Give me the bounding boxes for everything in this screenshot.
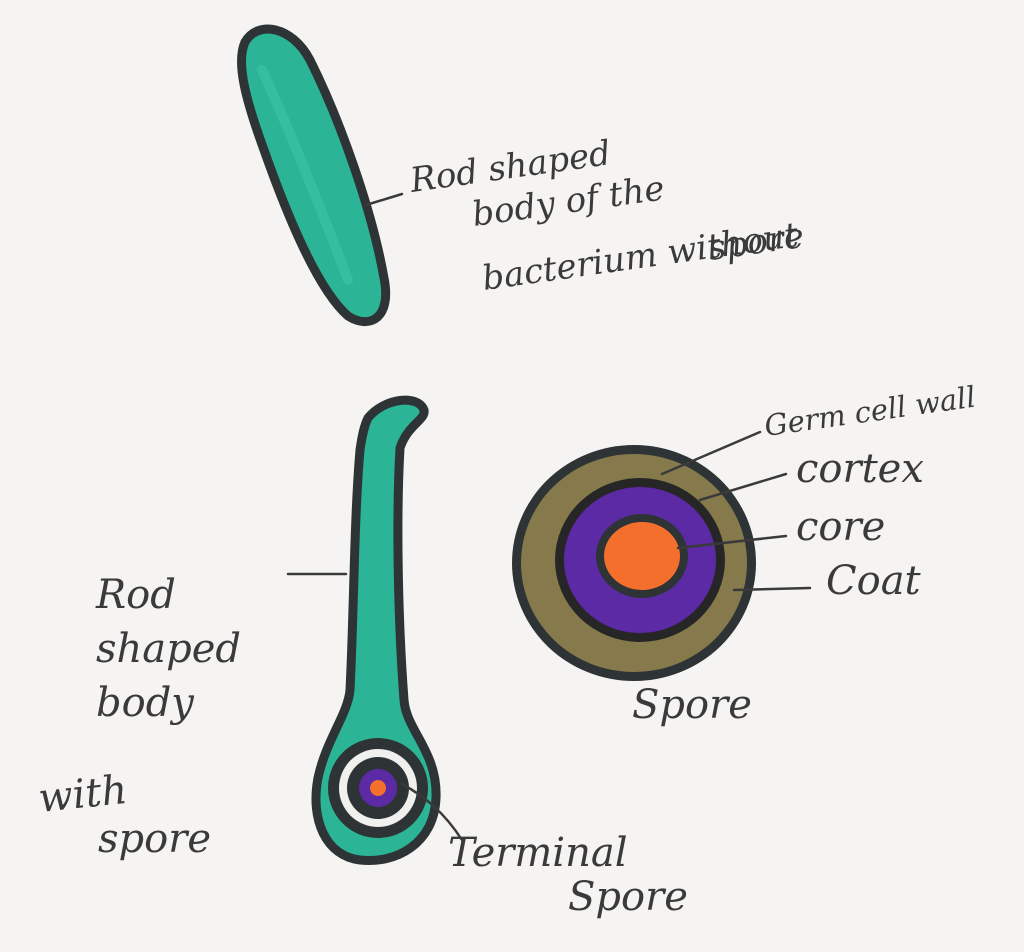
label-cortex: cortex xyxy=(796,446,924,492)
terminal-spore xyxy=(328,738,428,838)
label-rod-with-spore-line-5: spore xyxy=(98,816,211,862)
label-terminal-spore-line-1: Terminal xyxy=(448,830,628,876)
leader-terminal-spore xyxy=(400,782,464,842)
spore-core xyxy=(604,522,680,590)
leader-coat xyxy=(732,586,812,592)
label-germ-cell-wall: Germ cell wall xyxy=(762,380,977,443)
label-spore: Spore xyxy=(632,682,752,728)
label-coat: Coat xyxy=(826,558,922,604)
rod-without-spore xyxy=(236,24,391,327)
label-rod-with-spore-line-1: Rod xyxy=(95,572,176,618)
leader-rod-without-spore xyxy=(364,192,404,207)
label-rod-without-spore: Rod shaped body of the bacterium without… xyxy=(407,133,807,299)
label-terminal-spore-line-2: Spore xyxy=(568,874,688,920)
label-rod-with-spore-line-4: with xyxy=(36,767,129,822)
terminal-spore-core xyxy=(370,780,386,796)
rod-with-spore xyxy=(311,395,441,865)
label-rod-with-spore-line-2: shaped xyxy=(96,626,241,672)
leader-germ-cell-wall xyxy=(660,430,762,476)
label-rod-with-spore-line-3: body xyxy=(96,680,195,726)
spore-cross-section xyxy=(512,445,756,681)
label-terminal-spore: Terminal Spore xyxy=(448,830,688,920)
rod-highlight xyxy=(257,65,353,285)
label-rod-with-spore: Rod shaped body with spore xyxy=(36,572,241,862)
label-rod-without-spore-line-4: spore xyxy=(706,216,807,269)
leader-core xyxy=(676,534,788,550)
rod-with-spore-body xyxy=(311,395,441,865)
label-core: core xyxy=(796,504,885,550)
leader-cortex xyxy=(698,472,788,502)
